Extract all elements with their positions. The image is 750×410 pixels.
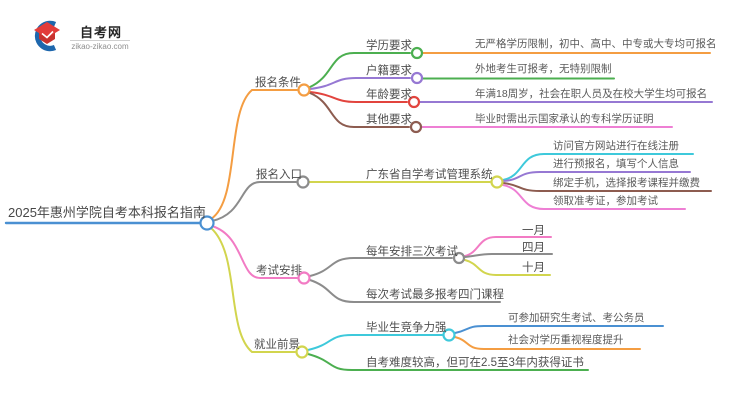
node-dot-education	[410, 46, 424, 60]
node-dot-conditions	[297, 83, 311, 97]
edge-root-conditions	[210, 89, 298, 220]
edge-root-career	[210, 227, 296, 353]
edge-schedule-threetimes	[309, 257, 453, 277]
edge-root-schedule	[211, 225, 298, 279]
edge-root-entry	[211, 181, 297, 222]
node-dot-competitive	[442, 328, 456, 342]
leafline-prereg	[502, 171, 691, 182]
logo-title: 自考网	[79, 25, 122, 40]
node-dot-schedule	[297, 271, 311, 285]
leaf-january-text: 一月	[522, 225, 545, 237]
edge-career-difficulty	[307, 353, 589, 371]
leafline-bindphone	[502, 182, 712, 192]
node-residence-label: 户籍要求	[366, 65, 412, 77]
leaf-prereg-text: 进行预报名，填写个人信息	[553, 158, 679, 170]
leaf-postgrad-text: 可参加研究生考试、考公务员	[508, 312, 645, 324]
branch-entry-label: 报名入口	[256, 169, 302, 181]
leaf-april-text: 四月	[522, 242, 545, 254]
edge-conditions-education	[309, 52, 411, 88]
edge-schedule-fourcourses	[309, 279, 501, 303]
edge-conditions-age	[309, 91, 408, 103]
leafline-ticket	[502, 184, 686, 210]
leafline-recognition	[454, 336, 641, 350]
node-dot-other	[409, 120, 423, 134]
node-dot-entry	[296, 175, 310, 189]
leaf-other-text: 毕业时需出示国家承认的专科学历证明	[475, 113, 654, 125]
edge-career-competitive	[307, 334, 443, 351]
zikao-logo-icon	[34, 20, 60, 52]
branch-career-label: 就业前景	[254, 339, 300, 351]
node-dot-threetimes	[452, 251, 466, 265]
branch-schedule-label: 考试安排	[256, 265, 302, 277]
node-dot-career	[295, 345, 309, 359]
leaf-october-text: 十月	[522, 262, 545, 274]
logo-domain: zikao-zikao.com	[71, 42, 129, 51]
node-fourcourses-label: 每次考试最多报考四门课程	[366, 289, 504, 301]
leaf-register-text: 访问官方网站进行在线注册	[553, 140, 679, 152]
leafline-january	[464, 236, 552, 257]
node-dot-age	[407, 95, 421, 109]
node-dot-system	[490, 175, 504, 189]
leafline-october	[464, 259, 551, 276]
node-system-label: 广东省自学考试管理系统	[366, 169, 493, 181]
leafline-register	[502, 153, 694, 181]
leaf-recognition-text: 社会对学历重视程度提升	[508, 334, 624, 346]
node-difficulty-label: 自考难度较高，但可在2.5至3年内获得证书	[366, 357, 584, 369]
node-dot-root	[199, 215, 215, 231]
leafline-postgrad	[454, 325, 664, 334]
leaf-ticket-text: 领取准考证，参加考试	[553, 195, 658, 207]
leafline-april	[464, 253, 553, 258]
leaf-bindphone-text: 绑定手机，选择报考课程并缴费	[553, 177, 700, 189]
node-education-label: 学历要求	[366, 40, 412, 52]
site-logo[interactable]: 自考网 zikao-zikao.com	[28, 16, 138, 56]
leaf-residence-text: 外地考生可报考，无特别限制	[475, 63, 612, 75]
leaf-age-text: 年满18周岁，社会在职人员及在校大学生均可报名	[475, 88, 708, 100]
node-other-label: 其他要求	[366, 114, 412, 126]
edge-conditions-residence	[309, 77, 411, 90]
node-dot-residence	[410, 71, 424, 85]
branch-conditions-label: 报名条件	[255, 77, 301, 89]
root-node-label: 2025年惠州学院自考本科报名指南	[8, 205, 206, 220]
node-age-label: 年龄要求	[366, 89, 412, 101]
leaf-education-text: 无严格学历限制，初中、高中、中专或大专均可报名	[475, 38, 717, 50]
logo-divider	[70, 40, 130, 41]
node-competitive-label: 毕业生竞争力强	[366, 322, 447, 334]
edge-conditions-other	[309, 92, 410, 128]
node-threetimes-label: 每年安排三次考试	[366, 246, 458, 258]
